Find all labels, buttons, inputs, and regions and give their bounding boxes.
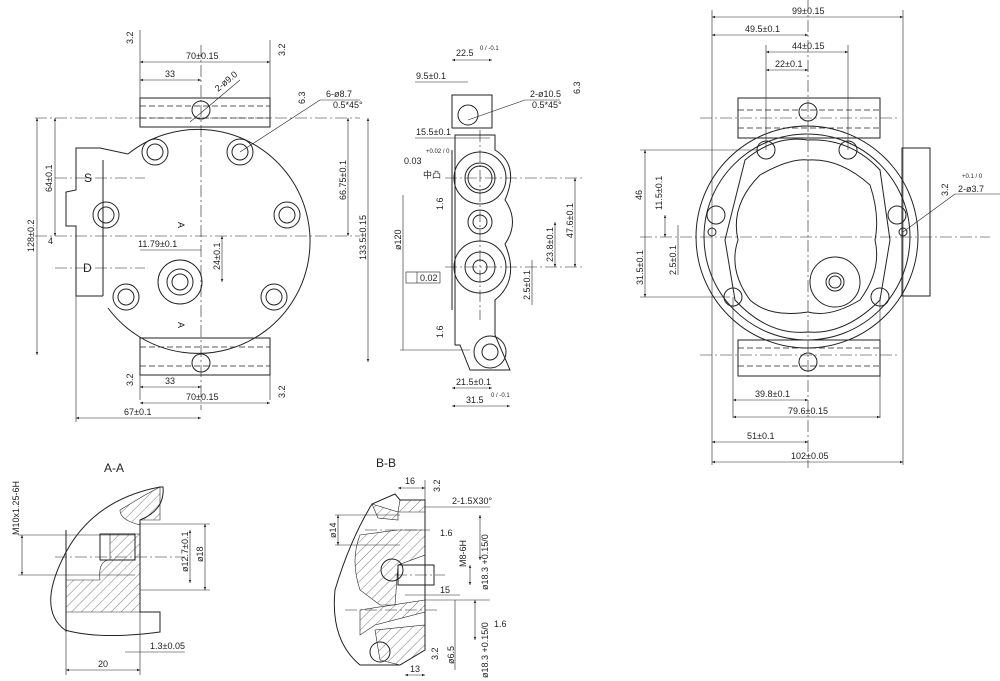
dim-bulge: 0.03 xyxy=(404,156,422,166)
roughness-1-6-bottom: 1.6 xyxy=(435,325,445,338)
dim-47-6: 47.6±0.1 xyxy=(565,203,575,238)
dim-pin-hole-tol: +0.1 / 0 xyxy=(962,174,983,180)
dim-chamfer: 2-1.5X30° xyxy=(452,496,493,506)
dim-22: 22±0.1 xyxy=(775,59,802,69)
dim-66-75: 66.75±0.1 xyxy=(338,160,348,200)
dim-128: 128±0.2 xyxy=(26,220,36,252)
dim-offset-top: 33 xyxy=(165,69,175,79)
roughness-bottom-right: 3.2 xyxy=(277,385,287,398)
dim-44: 44±0.15 xyxy=(792,41,824,51)
dim-67: 67±0.1 xyxy=(124,407,151,417)
roughness-1-6-top: 1.6 xyxy=(435,197,445,210)
dim-thread-m8: M8-6H xyxy=(458,540,468,567)
dim-11-5: 11.5±0.1 xyxy=(654,176,664,210)
section-b-b: B-B 16 3.2 2-1.5X30° ø14 1.6 M8-6H ø18.3… xyxy=(328,456,507,678)
dim-dia-18: ø18 xyxy=(195,546,205,562)
dim-24: 24±0.1 xyxy=(212,243,222,270)
bolt-holes xyxy=(92,138,301,311)
dim-thread-m10: M10x1.25-6H xyxy=(11,481,21,535)
dim-pin-hole: 2-ø3.7 xyxy=(958,184,984,194)
section-title-a-a: A-A xyxy=(104,461,124,475)
port-label-d: D xyxy=(83,261,92,275)
roughness-bottom: 3.2 xyxy=(430,647,440,660)
dim-49-5: 49.5±0.1 xyxy=(745,24,780,34)
dim-64: 64±0.1 xyxy=(44,165,54,192)
roughness-bottom-left: 3.2 xyxy=(125,373,135,386)
dim-hole-chamfer: 0.5*45° xyxy=(532,100,562,110)
dim-79-6: 79.6±0.15 xyxy=(788,406,828,416)
dim-31-5: 31.5±0.1 xyxy=(635,250,645,285)
front-view: 70±0.15 33 70±0.15 33 2-ø9.0 6-ø8.7 0.5*… xyxy=(26,30,370,422)
roughness-top: 3.2 xyxy=(432,479,442,492)
dim-23-8: 23.8±0.1 xyxy=(545,227,555,262)
dim-hole-2: 2-ø9.0 xyxy=(213,69,239,93)
dim-offset-bottom: 33 xyxy=(165,376,175,386)
roughness-6-3: 6.3 xyxy=(297,91,307,104)
dim-dia-14: ø14 xyxy=(328,522,338,538)
dim-width-bottom: 70±0.15 xyxy=(186,392,218,402)
dim-13: 13 xyxy=(410,664,420,674)
dim-15-5: 15.5±0.1 xyxy=(416,127,451,137)
dim-15: 15 xyxy=(440,585,450,595)
roughness-1-6-b: 1.6 xyxy=(494,619,507,629)
dim-dia-6-5: ø6.5 xyxy=(446,646,456,664)
port-label-s: S xyxy=(84,171,92,185)
dim-bulge-tol: +0.02 / 0 xyxy=(426,149,450,155)
dim-9-5: 9.5±0.1 xyxy=(416,71,446,81)
dim-hole-6: 6-ø8.7 xyxy=(326,89,352,99)
dim-20: 20 xyxy=(98,659,108,669)
dim-46: 46 xyxy=(634,190,644,200)
dim-width-top: 70±0.15 xyxy=(186,51,218,61)
dim-22-5: 22.5 xyxy=(456,48,474,58)
dim-31-5-tol: 0 / -0.1 xyxy=(491,393,510,399)
dim-dia-120: ø120 xyxy=(393,229,403,250)
dim-11-79: 11.79±0.1 xyxy=(138,239,177,249)
dim-22-5-tol: 0 / -0.1 xyxy=(480,46,499,52)
rear-view: 99±0.15 49.5±0.1 44±0.15 22±0.1 46 11.5±… xyxy=(634,0,1000,468)
roughness-3-2: 3.2 xyxy=(940,183,950,196)
dim-2-5: 2.5±0.1 xyxy=(522,270,532,300)
roughness-top-right: 3.2 xyxy=(277,43,287,56)
section-mark-a-bottom: A xyxy=(176,322,186,328)
dim-39-8: 39.8±0.1 xyxy=(755,389,790,399)
dim-hole-6-chamfer: 0.5*45° xyxy=(333,100,363,110)
dim-4: 4 xyxy=(48,236,53,246)
section-title-b-b: B-B xyxy=(376,456,396,470)
section-mark-a-top: A xyxy=(176,222,186,228)
dim-99: 99±0.15 xyxy=(792,6,824,16)
dim-dia-18-3-a: ø18.3 +0.15/0 xyxy=(480,534,490,590)
roughness-6-3: 6.3 xyxy=(572,81,582,94)
dim-51: 51±0.1 xyxy=(747,431,774,441)
section-a-a: A-A M10x1.25-6H ø12.7±0.1 ø18 1.3±0.05 2… xyxy=(11,461,210,675)
roughness-top-left: 3.2 xyxy=(125,31,135,44)
side-view: 22.5 0 / -0.1 9.5±0.1 2-ø10.5 0.5*45° 6.… xyxy=(393,46,585,408)
dim-hole-10-5: 2-ø10.5 xyxy=(530,89,561,99)
dim-102: 102±0.05 xyxy=(791,451,828,461)
dim-dia-18-3-b: ø18.3 +0.15/0 xyxy=(480,622,490,678)
dim-dia-12-7: ø12.7±0.1 xyxy=(180,532,190,572)
dim-2-5: 2.5±0.1 xyxy=(668,245,678,275)
dim-16: 16 xyxy=(405,476,415,486)
dim-21-5: 21.5±0.1 xyxy=(456,377,491,387)
dim-1-3: 1.3±0.05 xyxy=(150,641,185,651)
bulge-note: 中凸 xyxy=(423,169,441,180)
flatness-tolerance: 0.02 xyxy=(420,273,438,283)
dim-31-5: 31.5 xyxy=(466,395,484,405)
dim-133-5: 133.5±0.15 xyxy=(358,215,368,260)
roughness-1-6-a: 1.6 xyxy=(440,528,453,538)
